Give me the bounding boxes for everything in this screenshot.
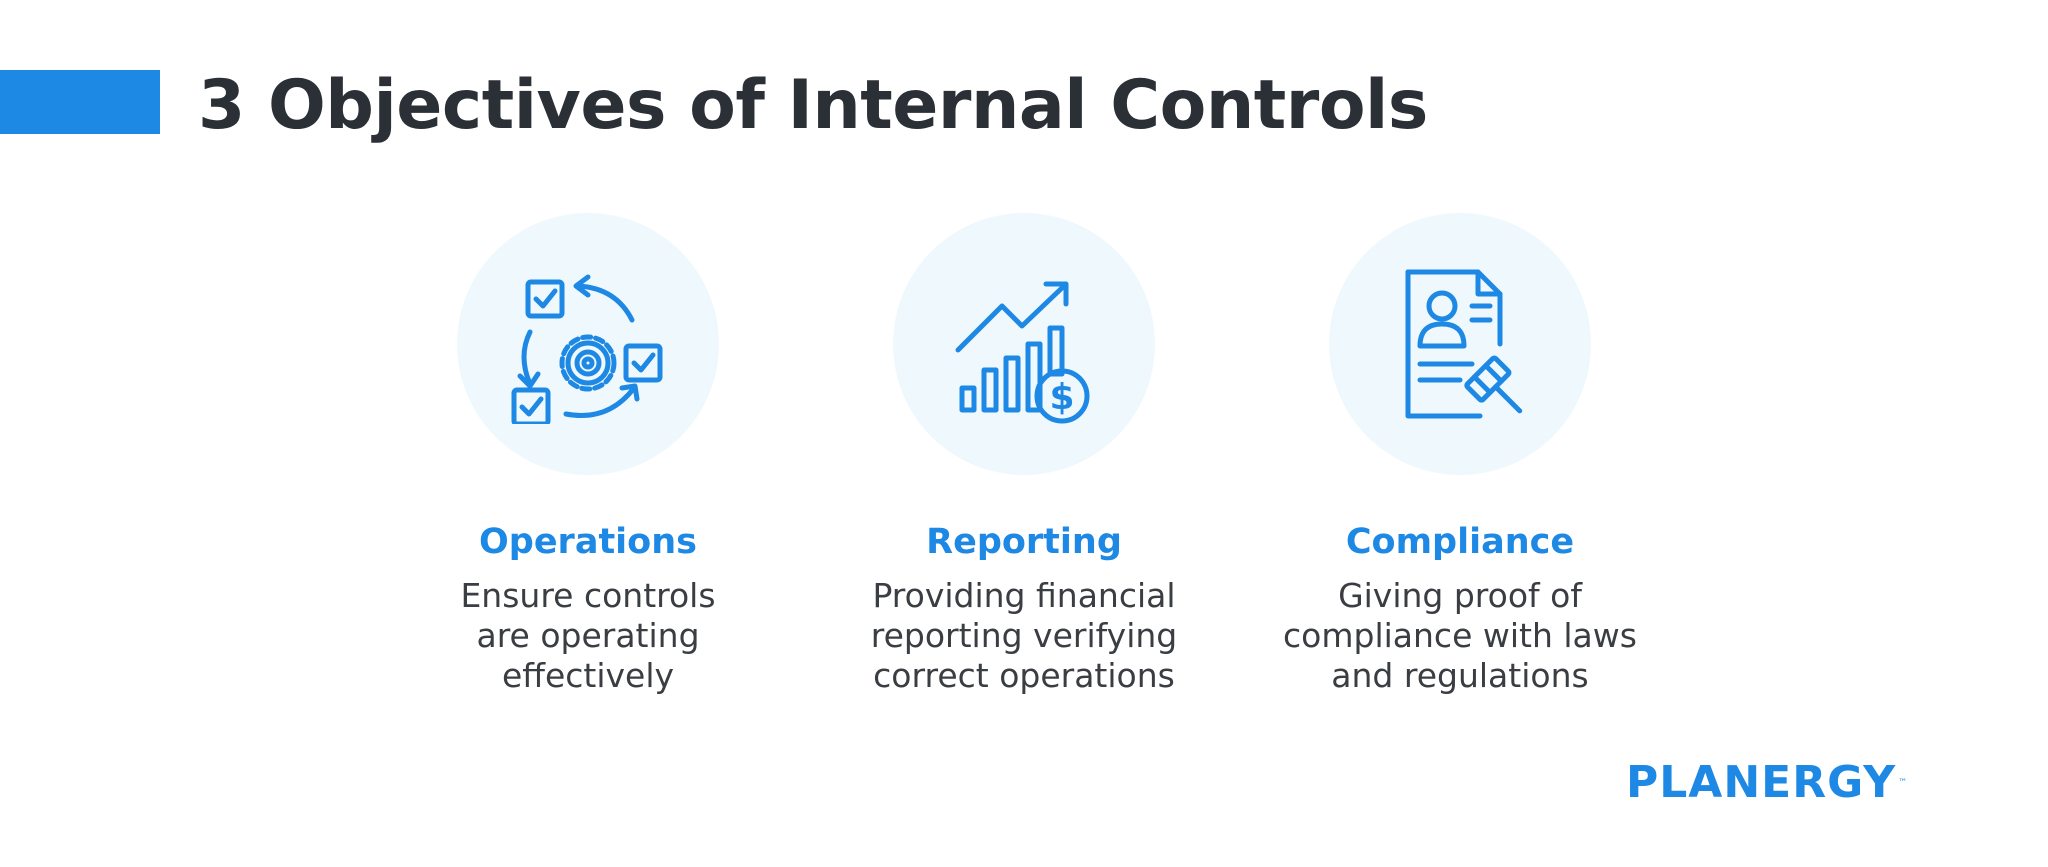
objective-compliance: Compliance Giving proof of compliance wi… <box>1250 213 1670 696</box>
icon-circle <box>457 213 719 475</box>
objective-operations: Operations Ensure controls are operating… <box>378 213 798 696</box>
description-line: and regulations <box>1331 656 1589 695</box>
objective-title: Operations <box>479 522 697 562</box>
description-line: effectively <box>501 656 675 695</box>
svg-text:$: $ <box>1049 377 1074 418</box>
objective-description: Ensure controls are operating effectivel… <box>378 576 798 696</box>
objective-reporting: $ Reporting Providing financial reportin… <box>814 213 1234 696</box>
icon-circle <box>1329 213 1591 475</box>
logo-trademark: ™ <box>1898 778 1909 788</box>
icon-circle: $ <box>893 213 1155 475</box>
document-gavel-icon <box>1405 269 1523 419</box>
objective-description: Providing financial reporting verifying … <box>814 576 1234 696</box>
logo-text: PLANERGY <box>1626 757 1897 808</box>
title-accent-bar <box>0 70 160 134</box>
description-line: reporting verifying <box>870 616 1178 655</box>
page-title: 3 Objectives of Internal Controls <box>198 66 1428 145</box>
cycle-gear-checkbox-icon <box>511 274 663 424</box>
description-line: Ensure controls <box>460 576 716 615</box>
description-line: are operating <box>476 616 700 655</box>
description-line: Providing financial <box>872 576 1176 615</box>
description-line: Giving proof of <box>1338 576 1582 615</box>
objective-title: Reporting <box>926 522 1122 562</box>
description-line: compliance with laws <box>1283 616 1637 655</box>
objective-description: Giving proof of compliance with laws and… <box>1250 576 1670 696</box>
description-line: correct operations <box>873 656 1175 695</box>
objective-title: Compliance <box>1345 522 1575 562</box>
growth-chart-dollar-icon: $ <box>955 281 1090 424</box>
